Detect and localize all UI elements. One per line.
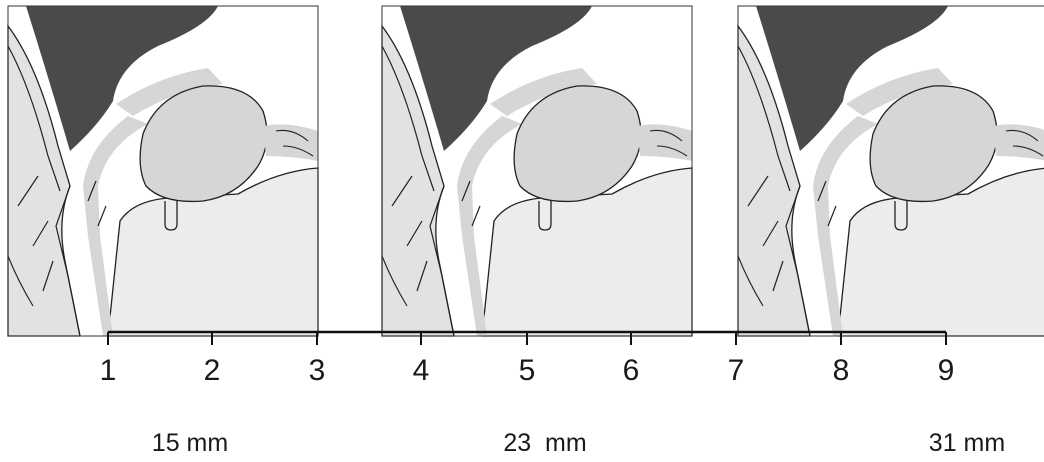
scale-tick-label-8: 8	[833, 354, 850, 387]
scale-tick-label-7: 7	[728, 354, 745, 387]
panel-2-caption: 23 mm	[503, 429, 586, 457]
scale-tick-label-2: 2	[204, 354, 221, 387]
scale-tick-label-3: 3	[309, 354, 326, 387]
scale-tick-label-5: 5	[519, 354, 536, 387]
panel-1-caption: 15 mm	[152, 429, 228, 457]
panel-1-illustration	[8, 6, 318, 336]
scale-tick-label-9: 9	[938, 354, 955, 387]
scale-tick-label-6: 6	[623, 354, 640, 387]
panel-2-illustration	[382, 6, 692, 336]
scale-tick-label-4: 4	[413, 354, 430, 387]
panel-3-caption: 31 mm	[929, 429, 1005, 457]
scale-tick-label-1: 1	[100, 354, 117, 387]
panel-3-illustration	[738, 6, 1044, 336]
scale-tick-labels: 1 2 3 4 5 6 7 8 9	[100, 354, 955, 387]
